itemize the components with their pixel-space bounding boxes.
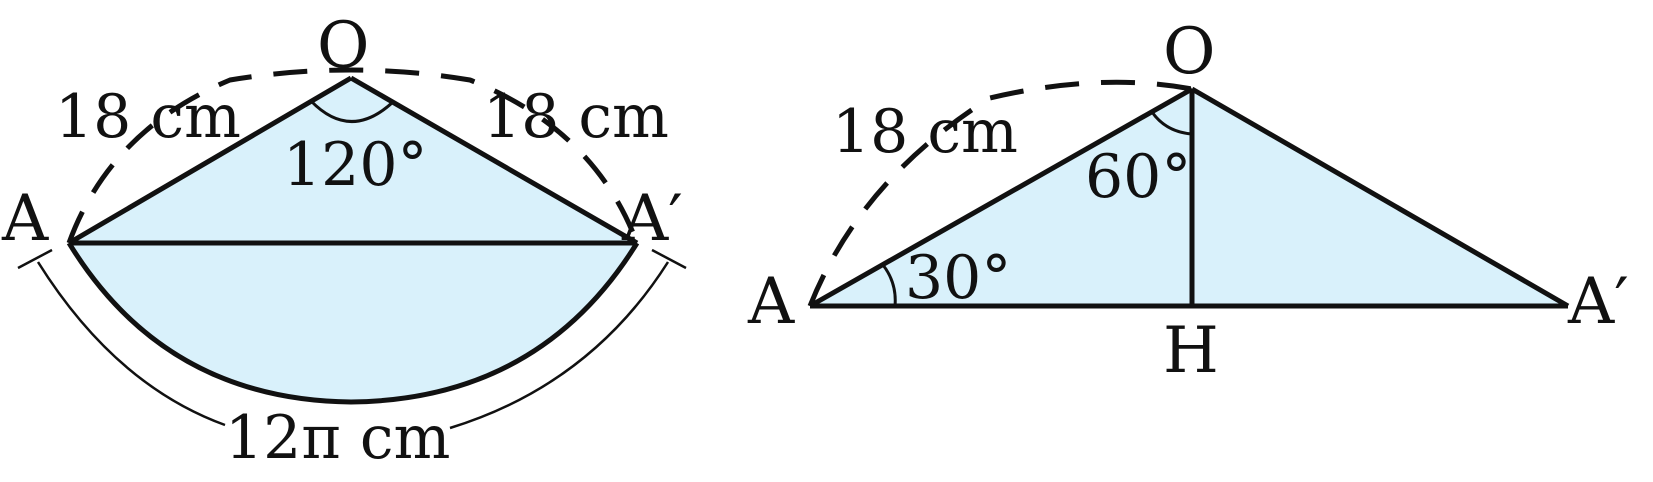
right-label-H: H	[1163, 314, 1219, 388]
left-arc-length-label: 12π cm	[225, 403, 450, 473]
left-figure: O A A′ 18 cm 18 cm 120° 12π cm	[1, 9, 687, 473]
right-side-length-label: 18 cm	[832, 97, 1018, 167]
left-label-A: A	[1, 182, 49, 256]
right-angle-A-label: 30°	[905, 243, 1011, 313]
left-arc-length-dimension	[36, 261, 670, 430]
left-dashed-arc	[66, 67, 640, 244]
left-dimension-tick-left	[17, 248, 53, 270]
left-dimension-tick-right	[651, 248, 687, 270]
right-dashed-arc	[807, 79, 1193, 307]
left-side-length-left: 18 cm	[55, 82, 241, 152]
left-side-OA	[67, 75, 353, 246]
left-sector-fill	[69, 78, 637, 402]
left-angle-mark-O	[309, 99, 396, 123]
right-label-O: O	[1163, 15, 1215, 89]
right-side-OA-prime	[1190, 86, 1570, 309]
right-angle-mark-O	[1150, 111, 1193, 136]
left-side-length-right: 18 cm	[483, 82, 669, 152]
right-side-OA	[808, 86, 1194, 309]
right-figure: O A A′ H 18 cm 60° 30°	[747, 15, 1629, 388]
right-angle-mark-A	[881, 264, 897, 307]
left-label-O: O	[317, 9, 369, 83]
right-triangle-fill	[810, 89, 1568, 306]
left-side-OA-prime	[349, 75, 639, 246]
right-label-A: A	[747, 265, 795, 339]
left-label-A-prime: A′	[621, 182, 683, 256]
left-lower-arc	[66, 241, 640, 405]
left-apex-angle-label: 120°	[283, 130, 428, 200]
right-label-A-prime: A′	[1567, 265, 1629, 339]
right-angle-O-label: 60°	[1085, 142, 1191, 212]
